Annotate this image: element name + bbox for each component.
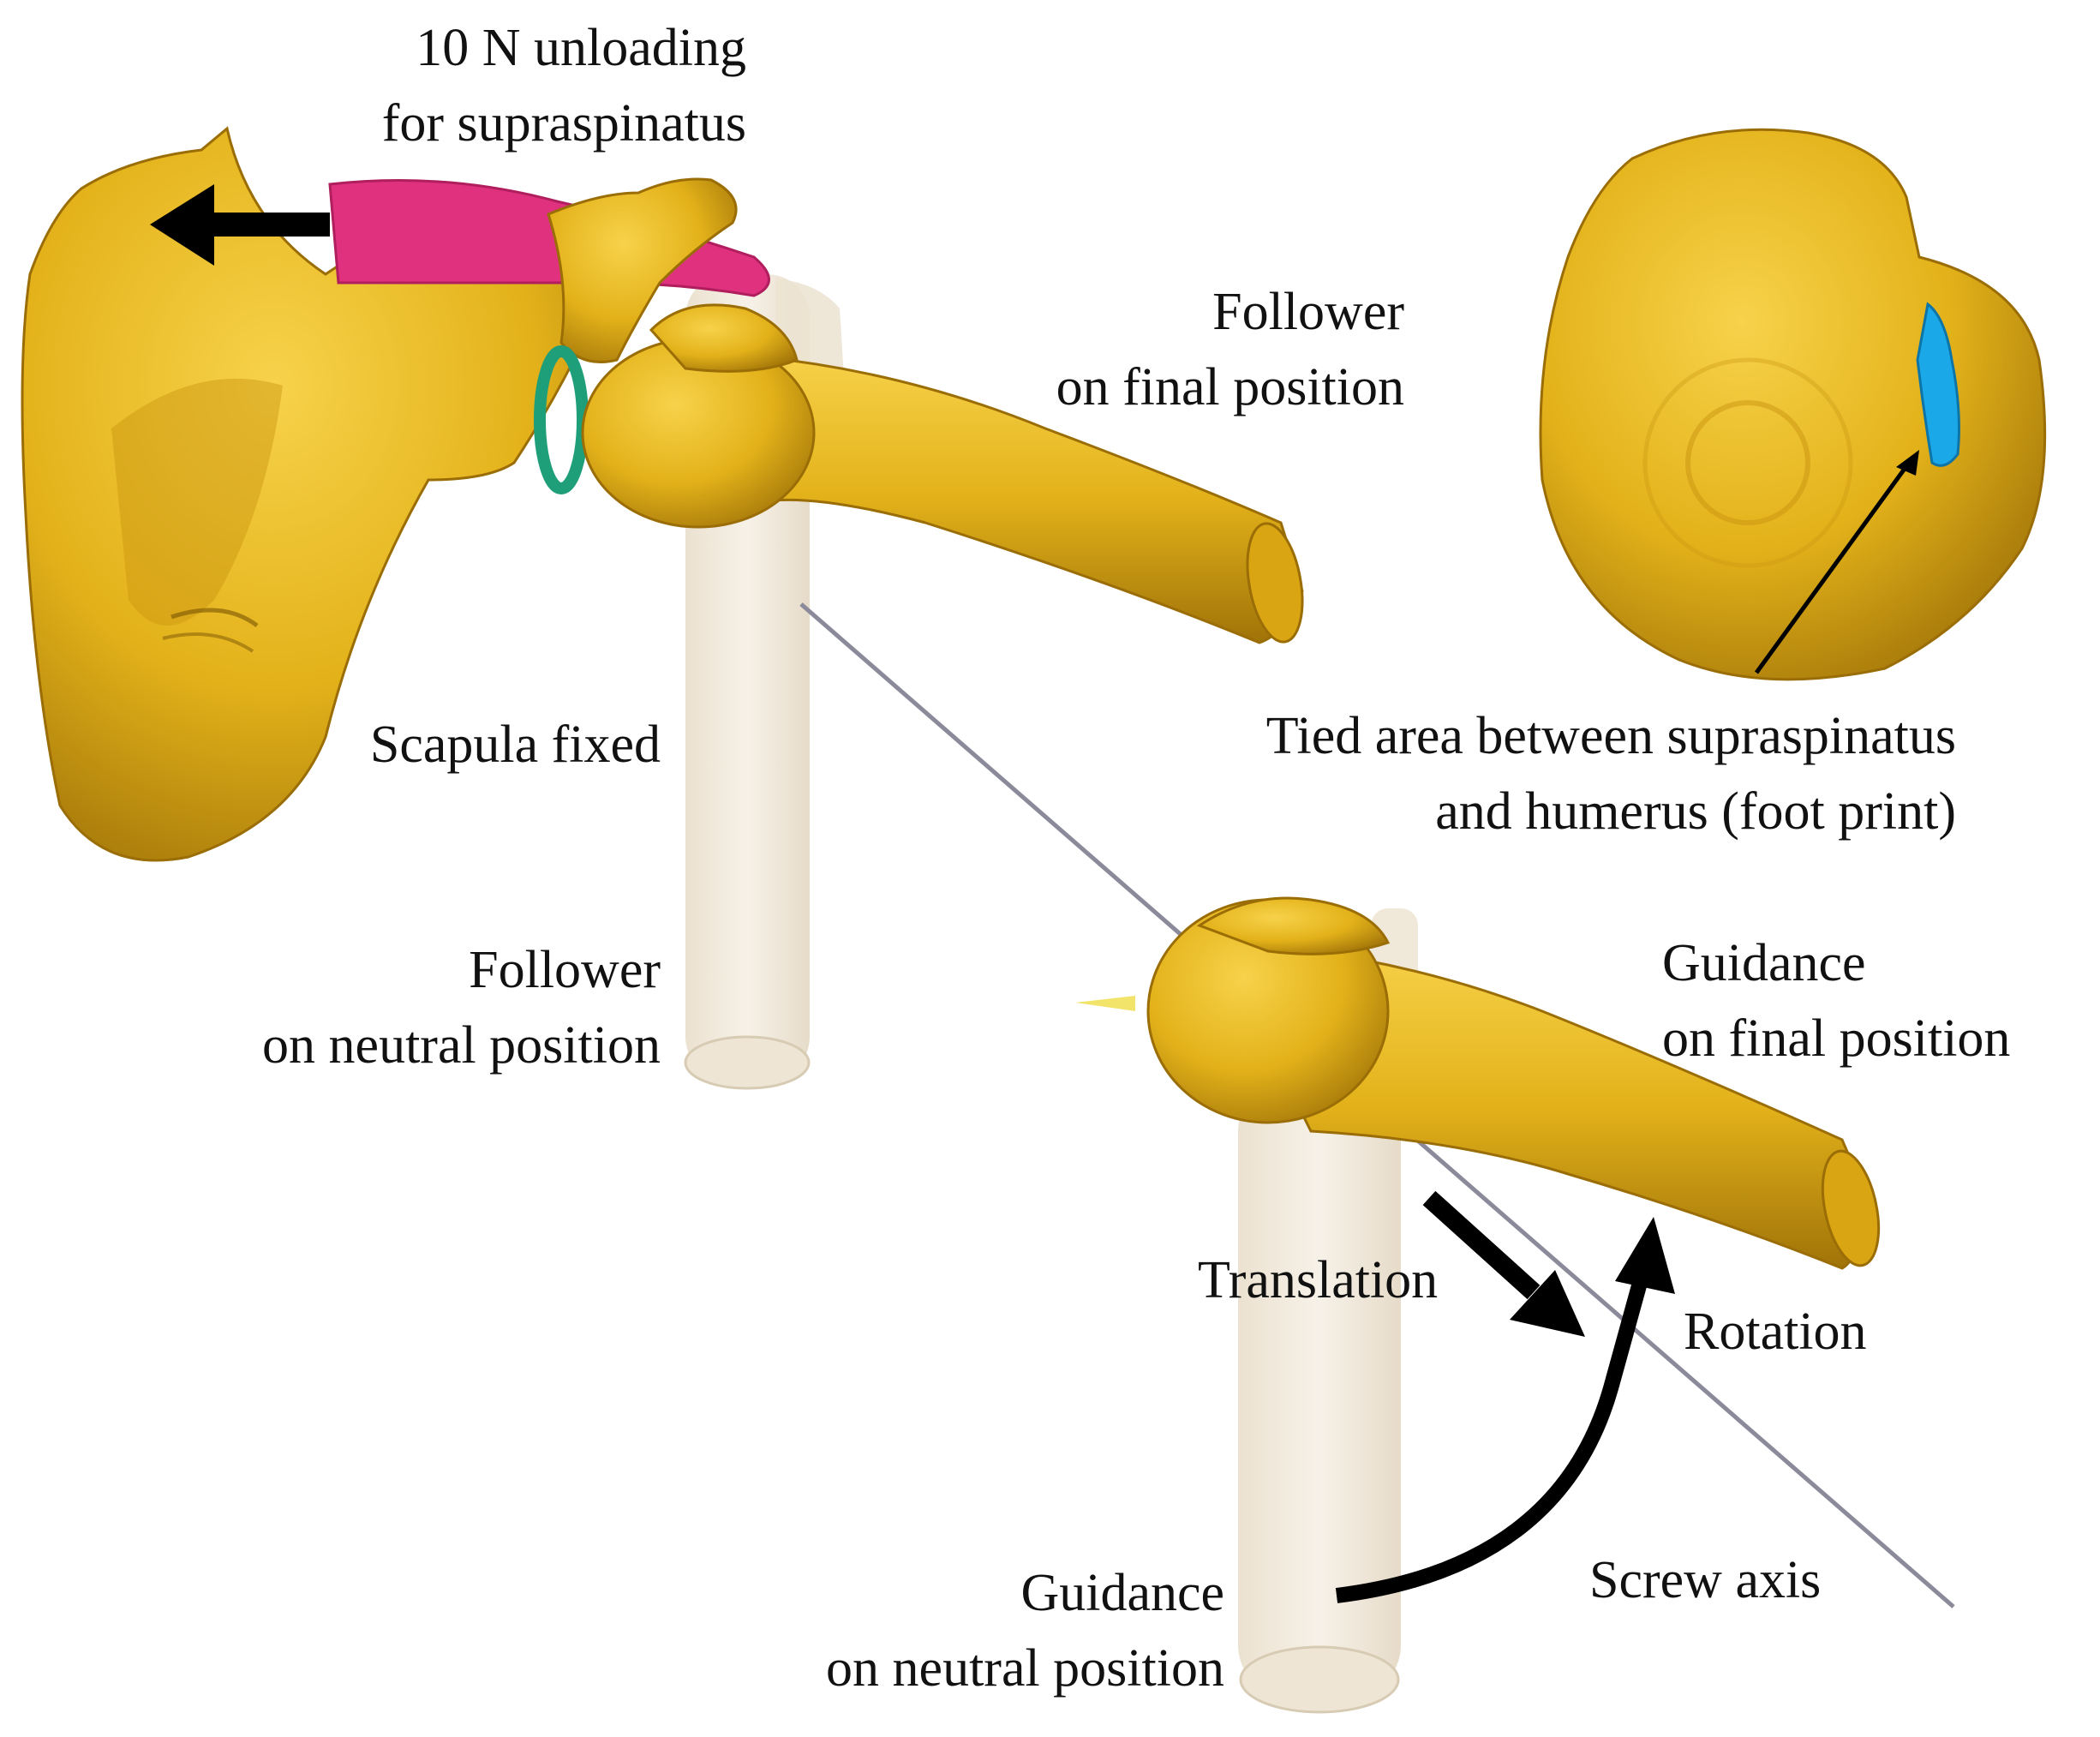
label-guidance-final: Guidance on final position — [1662, 925, 2010, 1076]
label-scapula-fixed: Scapula fixed — [370, 707, 661, 782]
guidance-final-humerus — [1075, 896, 1881, 1270]
acromion — [547, 177, 738, 363]
label-rotation-text: Rotation — [1684, 1303, 1867, 1361]
label-screw-axis-text: Screw axis — [1589, 1551, 1822, 1609]
label-translation-text: Translation — [1198, 1251, 1439, 1309]
label-guidance-final-line2: on final position — [1662, 1009, 2011, 1068]
scapula — [21, 126, 654, 862]
label-guidance-neutral-line2: on neutral position — [826, 1639, 1224, 1698]
label-tied-area-line2: and humerus (foot print) — [1435, 782, 1956, 841]
label-follower-neutral-line1: Follower — [469, 941, 661, 999]
label-rotation: Rotation — [1684, 1294, 1867, 1369]
label-guidance-final-line1: Guidance — [1662, 934, 1866, 992]
label-follower-neutral-line2: on neutral position — [262, 1016, 661, 1075]
label-guidance-neutral-line1: Guidance — [1020, 1564, 1224, 1622]
translation-arrow — [1422, 1190, 1585, 1337]
label-scapula-fixed-text: Scapula fixed — [369, 716, 661, 774]
label-screw-axis: Screw axis — [1589, 1542, 1821, 1618]
label-follower-neutral: Follower on neutral position — [262, 932, 661, 1083]
humeral-head-inset — [1539, 128, 2047, 681]
label-follower-final-line2: on final position — [1056, 358, 1404, 416]
label-unloading-line2: for supraspinatus — [381, 94, 746, 153]
label-follower-final: Follower on final position — [1056, 274, 1404, 425]
footprint-area — [1916, 302, 1960, 467]
label-tied-area: Tied area between supraspinatus and hume… — [1266, 698, 1956, 849]
label-unloading: 10 N unloading for supraspinatus — [382, 10, 746, 161]
label-tied-area-line1: Tied area between supraspinatus — [1265, 707, 1956, 765]
unloading-arrow — [150, 184, 330, 266]
footprint-pointer-arrow — [1754, 461, 1912, 674]
follower-final-humerus — [581, 303, 1304, 644]
label-guidance-neutral: Guidance on neutral position — [826, 1555, 1224, 1706]
label-follower-final-line1: Follower — [1212, 283, 1404, 341]
guidance-neutral-humerus — [1238, 908, 1418, 1714]
label-unloading-line1: 10 N unloading — [416, 19, 746, 77]
label-translation: Translation — [1198, 1243, 1438, 1318]
rotation-arrow — [1335, 1217, 1675, 1603]
